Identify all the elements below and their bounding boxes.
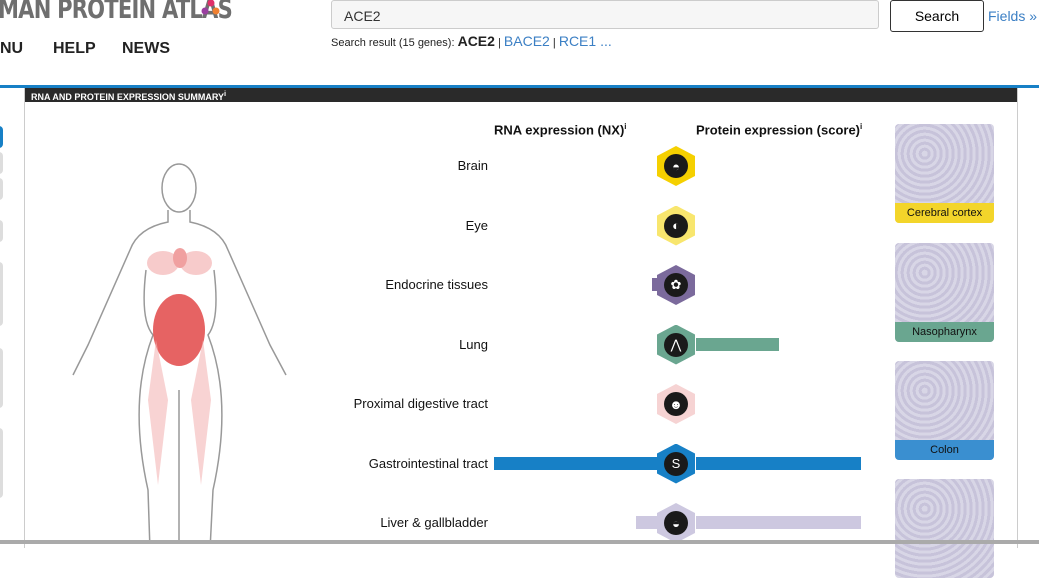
head-icon: ☻ xyxy=(664,392,688,416)
scrollbar[interactable] xyxy=(0,540,1039,544)
thyroid-icon: ✿ xyxy=(664,273,688,297)
protein-bar[interactable] xyxy=(696,516,861,529)
tissue-image[interactable] xyxy=(895,479,994,578)
lungs-icon: ⋀ xyxy=(664,332,688,357)
search-results: Search result (15 genes): ACE2 | BACE2 |… xyxy=(331,33,612,49)
side-tab[interactable] xyxy=(0,126,3,148)
brain-icon: ◓ xyxy=(664,154,688,178)
protein-bar[interactable] xyxy=(696,337,779,351)
eye-icon: ◐ xyxy=(664,213,688,238)
protein-column-header: Protein expression (score)i xyxy=(696,122,862,137)
side-tab[interactable] xyxy=(0,220,3,242)
image-caption: Cerebral cortex xyxy=(895,203,994,223)
tissue-label[interactable]: Eye xyxy=(465,217,488,233)
tissue-hexagon[interactable]: S xyxy=(657,443,695,484)
nav-news[interactable]: NEWS xyxy=(122,40,170,57)
section-title: RNA AND PROTEIN EXPRESSION SUMMARYi xyxy=(25,88,1017,102)
body-diagram[interactable] xyxy=(68,160,293,540)
protein-header-text: Protein expression (score) xyxy=(696,122,860,138)
tissue-hexagon[interactable]: ◐ xyxy=(657,205,695,246)
tissue-row[interactable]: Endocrine tissues ✿ xyxy=(0,265,1039,305)
tissue-label[interactable]: Lung xyxy=(459,336,488,352)
logo-hexagons-icon xyxy=(201,0,220,15)
section-title-text: RNA AND PROTEIN EXPRESSION SUMMARY xyxy=(31,92,225,102)
info-icon[interactable]: i xyxy=(860,122,863,131)
logo[interactable]: MAN PROTEIN ATLAS xyxy=(0,0,233,25)
tissue-image-nasopharynx[interactable]: Nasopharynx xyxy=(895,243,994,342)
rna-bar[interactable] xyxy=(494,456,659,470)
tissue-hexagon[interactable]: ✿ xyxy=(657,265,695,305)
image-caption: Nasopharynx xyxy=(895,322,994,342)
tissue-hexagon[interactable]: ☻ xyxy=(657,384,695,424)
tissue-label[interactable]: Proximal digestive tract xyxy=(353,396,488,411)
expression-summary-panel: RNA AND PROTEIN EXPRESSION SUMMARYi xyxy=(24,88,1018,548)
info-icon[interactable]: i xyxy=(624,122,627,131)
tissue-label[interactable]: Endocrine tissues xyxy=(385,277,488,292)
rna-column-header: RNA expression (NX)i xyxy=(494,122,627,137)
divider xyxy=(0,85,1039,88)
tissue-label[interactable]: Gastrointestinal tract xyxy=(368,455,488,471)
liver-icon: ◒ xyxy=(664,511,688,535)
search-result-label: Search result (15 genes): xyxy=(331,37,455,49)
tissue-label[interactable]: Brain xyxy=(457,158,488,173)
side-tab[interactable] xyxy=(0,348,3,408)
tissue-row[interactable]: Brain ◓ xyxy=(0,146,1039,186)
tissue-row[interactable]: Proximal digestive tract ☻ xyxy=(0,384,1039,424)
result-bace2[interactable]: BACE2 xyxy=(503,33,550,49)
tissue-hexagon[interactable]: ⋀ xyxy=(657,324,695,365)
tissue-row[interactable]: Liver & gallbladder ◒ xyxy=(0,503,1039,543)
tissue-label[interactable]: Liver & gallbladder xyxy=(380,515,488,530)
fields-link[interactable]: Fields » xyxy=(988,8,1038,24)
tissue-row[interactable]: Gastrointestinal tract S xyxy=(0,443,1039,484)
side-tab[interactable] xyxy=(0,262,3,326)
result-ace2[interactable]: ACE2 xyxy=(457,33,495,49)
rna-bar[interactable] xyxy=(652,278,659,291)
result-rce1[interactable]: RCE1 ... xyxy=(558,33,612,49)
tissue-row[interactable]: Eye ◐ xyxy=(0,205,1039,246)
tissue-row[interactable]: Lung ⋀ xyxy=(0,324,1039,365)
search-input[interactable]: ACE2 xyxy=(331,0,879,29)
stomach-icon: S xyxy=(664,451,688,476)
tissue-image-cerebral-cortex[interactable]: Cerebral cortex xyxy=(895,124,994,223)
tissue-image-colon[interactable]: Colon xyxy=(895,361,994,460)
nav-menu[interactable]: NU xyxy=(0,40,24,57)
protein-bar[interactable] xyxy=(696,456,861,470)
rna-header-text: RNA expression (NX) xyxy=(494,122,625,138)
side-tab[interactable] xyxy=(0,178,3,200)
info-icon[interactable]: i xyxy=(224,89,227,98)
tissue-hexagon[interactable]: ◓ xyxy=(657,146,695,186)
search-button[interactable]: Search xyxy=(890,0,984,32)
tissue-hexagon[interactable]: ◒ xyxy=(657,503,695,543)
side-tab[interactable] xyxy=(0,428,3,498)
side-tab[interactable] xyxy=(0,152,3,174)
rna-bar[interactable] xyxy=(635,516,659,529)
nav-help[interactable]: HELP xyxy=(53,40,96,57)
image-caption: Colon xyxy=(895,440,994,460)
